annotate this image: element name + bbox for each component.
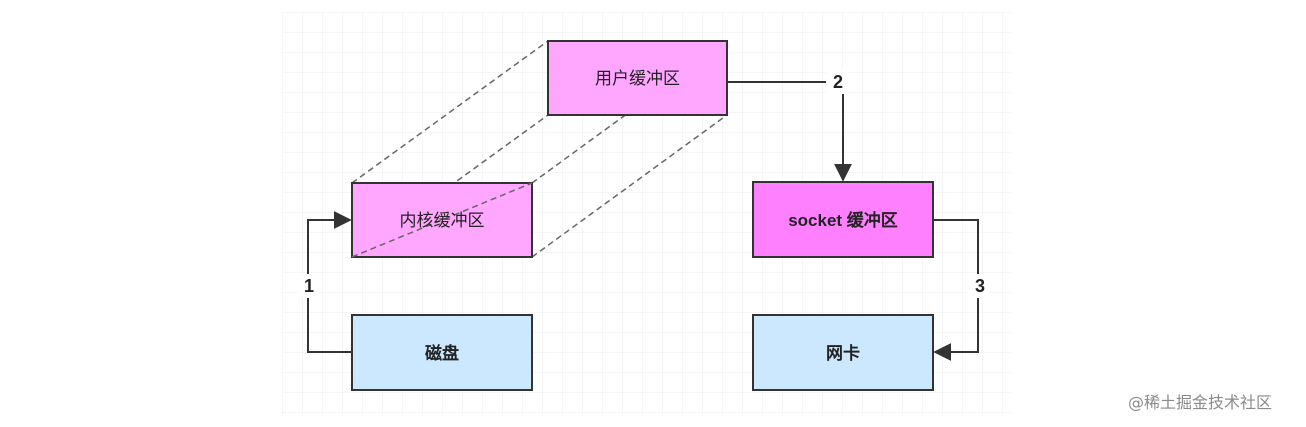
edge-disk-to-kernel: 1	[298, 211, 352, 353]
edge-1-label: 1	[304, 276, 314, 296]
edge-socket-to-nic: 3	[933, 219, 990, 361]
nic-node: 网卡	[752, 314, 934, 391]
user-buffer-label: 用户缓冲区	[595, 69, 680, 88]
nic-label: 网卡	[826, 343, 860, 363]
edge-3-label: 3	[975, 276, 985, 296]
user-buffer-node: 用户缓冲区	[547, 40, 728, 116]
kernel-buffer-diagonal	[351, 182, 533, 258]
edge-2-label: 2	[833, 72, 843, 92]
kernel-buffer-label: 内核缓冲区	[400, 211, 485, 230]
disk-node: 磁盘	[351, 314, 533, 391]
socket-buffer-label: socket 缓冲区	[788, 210, 898, 230]
watermark-text: @稀土掘金技术社区	[1128, 393, 1273, 412]
edge-user-to-socket: 2	[727, 70, 852, 182]
disk-label: 磁盘	[425, 343, 459, 363]
socket-buffer-node: socket 缓冲区	[752, 181, 934, 258]
kernel-buffer-node: 内核缓冲区	[351, 182, 533, 258]
